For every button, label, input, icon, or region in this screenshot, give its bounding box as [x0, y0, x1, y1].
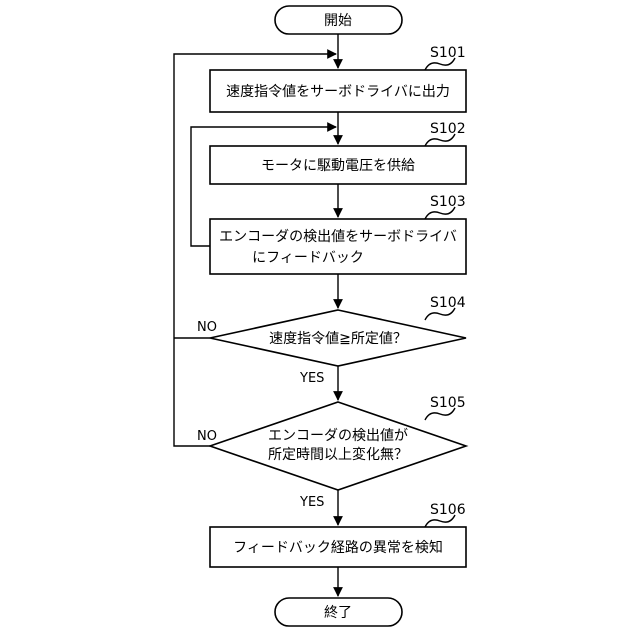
s105-yes-label: YES: [299, 495, 324, 510]
decision-s105-line1: エンコーダの検出値が: [268, 428, 408, 444]
decision-s105-line2: 所定時間以上変化無？: [268, 446, 408, 463]
s104-no-label: NO: [197, 320, 217, 335]
step-s101-id: S101: [430, 45, 466, 61]
decision-s104-text: 速度指令値≧所定値？: [269, 331, 407, 347]
step-s105-id: S105: [430, 395, 466, 411]
step-s101-text: 速度指令値をサーボドライバに出力: [226, 84, 450, 100]
step-s103-id: S103: [430, 194, 466, 210]
step-s102-text: モータに駆動電圧を供給: [261, 158, 415, 174]
end-label: 終了: [324, 605, 352, 621]
step-s106-text: フィードバック経路の異常を検知: [233, 539, 443, 556]
start-label: 開始: [324, 13, 352, 29]
step-s103-line1: エンコーダの検出値をサーボドライバ: [219, 229, 457, 245]
s105-no-label: NO: [197, 429, 217, 444]
step-s103-line2: にフィードバック: [252, 250, 364, 266]
step-s102-id: S102: [430, 121, 466, 137]
step-s106-id: S106: [430, 502, 466, 518]
s104-yes-label: YES: [299, 371, 324, 386]
step-s104-id: S104: [430, 295, 466, 311]
